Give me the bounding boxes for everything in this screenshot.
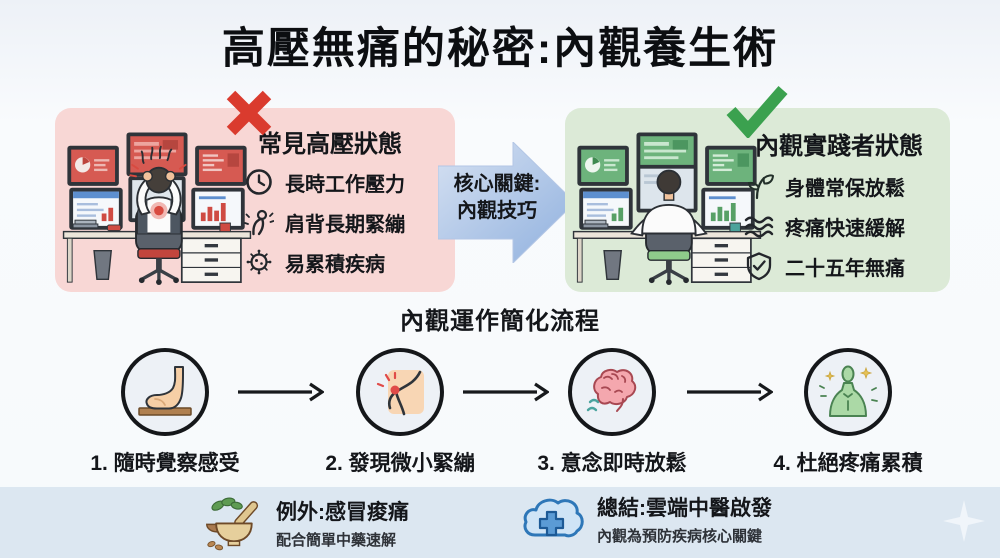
footer-summary: 總結:雲端中醫啟發 內觀為預防疾病核心關鍵 bbox=[520, 492, 772, 546]
practitioner-panel: 內觀實踐者狀態 身體常保放鬆 疼痛快速緩解 二十五年無痛 bbox=[565, 108, 950, 292]
hunched-posture-icon bbox=[243, 206, 275, 238]
flow-arrow-icon bbox=[238, 382, 324, 402]
flow-step-2: 2. 發現微小緊繃 bbox=[310, 348, 490, 477]
cloud-plus-icon bbox=[520, 492, 584, 546]
stressed-worker bbox=[129, 145, 187, 235]
flow-step-label: 4. 杜絕疼痛累積 bbox=[773, 452, 923, 475]
core-arrow-label: 核心關鍵: 內觀技巧 bbox=[453, 173, 541, 222]
foot-icon bbox=[121, 348, 209, 436]
practitioner-bullet-list: 身體常保放鬆 疼痛快速緩解 二十五年無痛 bbox=[743, 166, 905, 286]
relaxed-worker bbox=[630, 169, 708, 237]
footer-exception: 例外:感冒痠痛 配合簡單中藥速解 bbox=[203, 494, 409, 551]
list-item: 疼痛快速緩解 bbox=[743, 206, 905, 246]
clock-icon bbox=[243, 166, 275, 198]
flow-arrow-icon bbox=[687, 382, 773, 402]
core-arrow bbox=[438, 142, 575, 263]
list-item: 二十五年無痛 bbox=[743, 246, 905, 286]
sprout-icon bbox=[743, 170, 775, 202]
list-item: 易累積疾病 bbox=[243, 242, 405, 282]
waves-icon bbox=[743, 210, 775, 242]
relaxed-worker-illustration bbox=[572, 132, 762, 285]
flow-step-label: 3. 意念即時放鬆 bbox=[537, 452, 687, 475]
virus-icon bbox=[243, 246, 275, 278]
list-item: 肩背長期緊繃 bbox=[243, 202, 405, 242]
sparkle-icon bbox=[943, 500, 985, 542]
flow-step-3: 3. 意念即時放鬆 bbox=[522, 348, 702, 477]
monitors bbox=[577, 132, 757, 230]
list-item: 身體常保放鬆 bbox=[743, 166, 905, 206]
practitioner-panel-heading: 內觀實踐者狀態 bbox=[755, 133, 923, 160]
flow-step-1: 1. 隨時覺察感受 bbox=[75, 348, 255, 477]
check-mark-icon bbox=[726, 86, 788, 138]
stress-bullet-list: 長時工作壓力 肩背長期緊繃 易累積疾病 bbox=[243, 162, 405, 282]
footer-bar bbox=[0, 487, 1000, 558]
stress-panel: 常見高壓狀態 長時工作壓力 肩背長期緊繃 易累積疾病 bbox=[55, 108, 455, 292]
shield-check-icon bbox=[743, 250, 775, 282]
page-title: 高壓無痛的秘密:內觀養生術 bbox=[221, 25, 779, 73]
flow-step-label: 1. 隨時覺察感受 bbox=[90, 452, 240, 475]
stress-panel-heading: 常見高壓狀態 bbox=[258, 131, 402, 158]
shoulder-pain-icon bbox=[356, 348, 444, 436]
flow-heading: 內觀運作簡化流程 bbox=[400, 308, 600, 335]
relaxed-body-icon bbox=[804, 348, 892, 436]
list-item: 長時工作壓力 bbox=[243, 162, 405, 202]
flow-arrow-icon bbox=[463, 382, 549, 402]
flow-step-4: 4. 杜絕疼痛累積 bbox=[758, 348, 938, 477]
stressed-worker-illustration bbox=[62, 132, 252, 285]
mortar-pestle-icon bbox=[203, 494, 263, 551]
desk bbox=[62, 219, 252, 283]
x-mark-icon bbox=[226, 90, 272, 136]
flow-step-label: 2. 發現微小緊繃 bbox=[325, 452, 475, 475]
footer-summary-text: 總結:雲端中醫啟發 內觀為預防疾病核心關鍵 bbox=[597, 497, 772, 545]
brain-icon bbox=[568, 348, 656, 436]
footer-exception-text: 例外:感冒痠痛 配合簡單中藥速解 bbox=[276, 500, 409, 549]
